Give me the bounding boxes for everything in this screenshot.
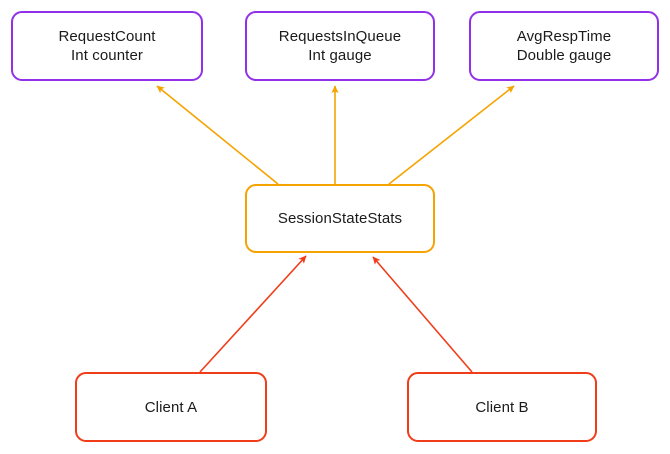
node-label-request-count: RequestCount Int counter [58,28,156,64]
node-client-a[interactable]: Client A [75,372,267,442]
node-label-session-state-stats: SessionStateStats [277,210,403,227]
edge-stats-to-avg-resp-time [388,85,515,185]
node-requests-in-queue[interactable]: RequestsInQueue Int gauge [245,11,435,81]
edge-stats-to-request-count [156,85,279,185]
node-label-client-b: Client B [475,398,529,416]
edge-client-b-to-stats [372,256,473,373]
node-request-count[interactable]: RequestCount Int counter [11,11,203,81]
node-label-client-a: Client A [144,398,198,416]
node-session-state-stats[interactable]: SessionStateStats [245,184,435,253]
edge-client-a-to-stats [199,255,307,373]
node-label-requests-in-queue: RequestsInQueue Int gauge [278,28,402,64]
node-client-b[interactable]: Client B [407,372,597,442]
node-label-avg-resp-time: AvgRespTime Double gauge [516,28,612,64]
node-avg-resp-time[interactable]: AvgRespTime Double gauge [469,11,659,81]
